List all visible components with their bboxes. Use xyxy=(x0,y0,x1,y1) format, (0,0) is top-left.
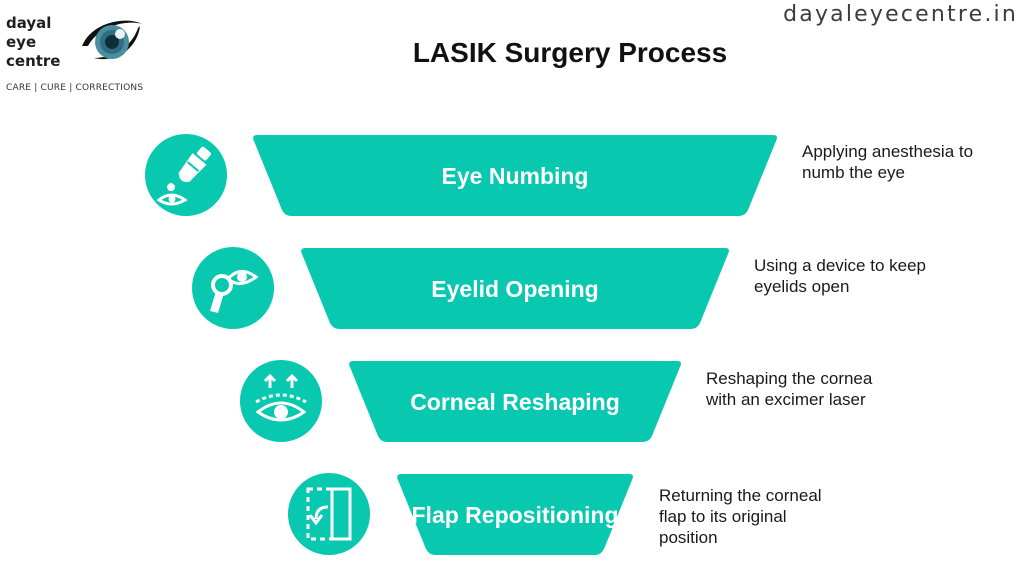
step-description-corneal-reshaping: Reshaping the cornea with an excimer las… xyxy=(706,369,873,409)
brand-name-line: dayal xyxy=(6,14,52,32)
brand-tagline: CARE | CURE | CORRECTIONS xyxy=(6,83,144,93)
step-icon-circle xyxy=(192,247,274,329)
funnel-stage-1 xyxy=(253,135,778,216)
brand-name-line: centre xyxy=(6,52,61,70)
step-icon-circle xyxy=(145,134,227,216)
brand-name: dayal eye centre xyxy=(6,14,61,71)
eyelid-speculum-icon xyxy=(210,270,259,313)
brand-name-line: eye xyxy=(6,33,37,51)
step-description-eyelid-opening: Using a device to keep eyelids open xyxy=(754,256,926,296)
funnel-stage-2 xyxy=(301,248,729,329)
step-label-flap-repositioning: Flap Repositioning xyxy=(411,501,619,528)
step-description-eye-numbing: Applying anesthesia to numb the eye xyxy=(802,142,974,182)
step-label-eyelid-opening: Eyelid Opening xyxy=(431,275,599,302)
step-label-eye-numbing: Eye Numbing xyxy=(441,162,589,189)
step-description-flap-repositioning: Returning the corneal flap to its origin… xyxy=(659,486,822,547)
website-url: dayaleyecentre.in xyxy=(783,2,1018,27)
flap-return-icon xyxy=(306,487,352,541)
step-label-corneal-reshaping: Corneal Reshaping xyxy=(410,388,620,415)
step-icon-circle xyxy=(240,360,322,442)
step-icon-circle xyxy=(288,473,370,555)
eye-drops-icon xyxy=(156,146,211,206)
funnel-stage-3 xyxy=(349,361,681,442)
page-title: LASIK Surgery Process xyxy=(412,37,728,68)
funnel-stage-4 xyxy=(397,474,633,555)
brand-logo: dayal eye centre CARE | CURE | CORRECTIO… xyxy=(6,14,156,98)
eye-logo-icon xyxy=(82,20,142,60)
laser-eye-icon xyxy=(255,373,307,422)
